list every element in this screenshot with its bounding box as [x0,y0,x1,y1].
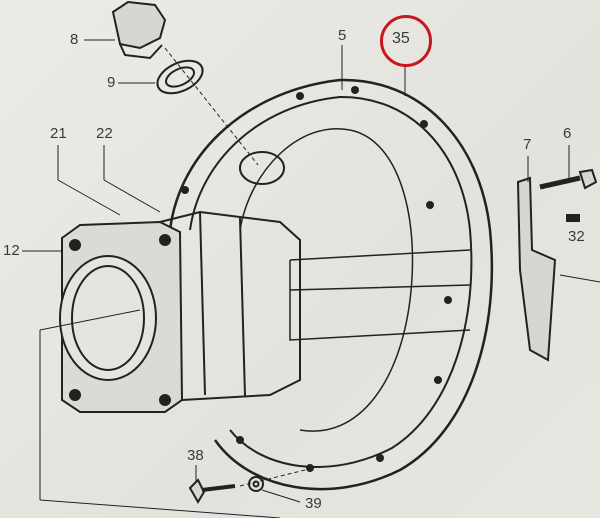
callout-38: 38 [187,447,204,464]
callout-5: 5 [338,27,347,44]
output-flange-assembly [59,210,301,413]
callout-39: 39 [305,495,322,512]
callout-21: 21 [50,125,67,142]
bracket-part-7 [516,176,557,362]
filler-plug-part-8 [111,0,167,60]
callout-32: 32 [568,228,585,245]
callout-22: 22 [96,125,113,142]
highlight-circle-35 [380,15,432,67]
callout-6: 6 [563,125,572,142]
callout-9: 9 [107,74,116,91]
pin-part-32 [566,214,580,222]
leader-lines [22,39,600,518]
washer-part-9 [156,59,204,95]
callout-12: 12 [3,242,20,259]
washer-part-39 [248,476,264,492]
callout-8: 8 [70,31,79,48]
filler-hole [239,151,285,185]
flange-bolt-holes [181,86,452,472]
bolt-part-6 [539,168,598,190]
callout-35: 35 [392,30,410,47]
support-rib [289,249,471,341]
bolt-part-38 [188,478,236,504]
housing-outline [168,78,494,491]
callout-7: 7 [523,136,532,153]
